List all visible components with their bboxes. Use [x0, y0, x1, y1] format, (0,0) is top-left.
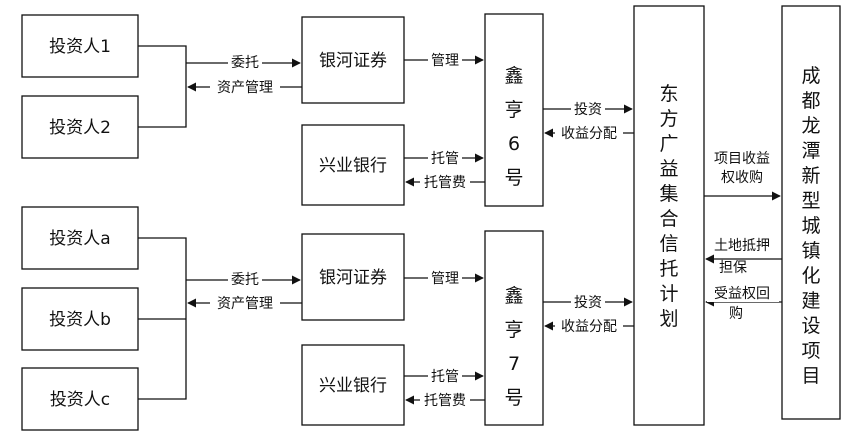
- collective-plan-box: [633, 5, 705, 426]
- label-profit-top: 收益分配: [561, 126, 617, 142]
- vt-plan-char: 合: [659, 208, 678, 230]
- bracket-bottom: [138, 237, 187, 400]
- label-income-right-acq-1: 项目收益: [714, 151, 770, 167]
- label-custody-top: 托管: [431, 151, 459, 167]
- investor-b-label: 投资人b: [49, 310, 111, 330]
- vt-plan-char: 广: [659, 133, 678, 155]
- label-buyback-1: 受益权回: [714, 286, 770, 302]
- securities-label-top: 银河证券: [319, 51, 387, 71]
- vt-plan-char: 方: [659, 108, 678, 130]
- label-invest-top: 投资: [574, 102, 602, 118]
- trust-6-label: 鑫亨 6 号: [504, 65, 523, 189]
- label-profit-bottom: 收益分配: [561, 319, 617, 335]
- vt-trust7-char: 亨: [504, 319, 523, 341]
- vt-project-char: 潭: [801, 140, 820, 162]
- vt-trust6-char: 亨: [504, 99, 523, 121]
- project-box: [781, 5, 841, 420]
- bank-label-bottom: 兴业银行: [319, 376, 387, 396]
- investor-2-label: 投资人2: [49, 118, 111, 138]
- vt-project-char: 城: [801, 215, 820, 237]
- vt-project-char: 镇: [801, 240, 820, 262]
- vt-trust6-char: 鑫: [504, 65, 523, 87]
- vt-plan-char: 划: [659, 308, 678, 330]
- vt-plan-char: 托: [659, 258, 678, 280]
- trust-7-label: 鑫亨 7 号: [504, 285, 523, 409]
- vt-plan-char: 东: [659, 83, 678, 105]
- vt-project-char: 成: [801, 65, 820, 87]
- securities-box-bottom: [301, 233, 405, 321]
- label-land-mortgage-1: 土地抵押: [714, 238, 770, 254]
- vt-project-char: 目: [801, 365, 820, 387]
- vt-plan-char: 益: [659, 158, 678, 180]
- label-buyback-2: 购: [729, 306, 743, 322]
- vt-project-char: 项: [801, 340, 820, 362]
- label-asset-mgmt-top: 资产管理: [217, 80, 273, 96]
- vt-trust7-char: 7: [508, 353, 520, 375]
- vt-project-char: 龙: [801, 115, 820, 137]
- label-entrust-bottom: 委托: [231, 272, 259, 288]
- investor-1-label: 投资人1: [49, 37, 111, 57]
- vt-project-char: 都: [801, 90, 820, 112]
- vt-trust7-char: 鑫: [504, 285, 523, 307]
- label-manage-bottom: 管理: [431, 271, 459, 287]
- trust-7-box: [484, 230, 544, 426]
- label-manage-top: 管理: [431, 53, 459, 69]
- label-income-right-acq-2: 权收购: [721, 170, 763, 186]
- bank-box-top: [301, 124, 405, 206]
- investor-c-label: 投资人c: [50, 390, 110, 410]
- vt-plan-char: 信: [659, 233, 678, 255]
- vt-project-char: 型: [801, 190, 820, 212]
- label-asset-mgmt-bottom: 资产管理: [217, 296, 273, 312]
- vt-plan-char: 计: [659, 283, 678, 305]
- vt-project-char: 建: [801, 290, 820, 312]
- investor-a-label: 投资人a: [49, 229, 110, 249]
- vt-trust6-char: 6: [508, 133, 520, 155]
- label-land-mortgage-2: 担保: [719, 260, 747, 276]
- label-entrust-top: 委托: [231, 55, 259, 71]
- trust-6-box: [484, 13, 544, 207]
- vt-project-char: 新: [801, 165, 820, 187]
- bank-label-top: 兴业银行: [319, 156, 387, 176]
- bank-box-bottom: [301, 344, 405, 426]
- vt-trust7-char: 号: [504, 387, 523, 409]
- vt-trust6-char: 号: [504, 167, 523, 189]
- label-custody-fee-bottom: 托管费: [424, 393, 466, 409]
- label-invest-bottom: 投资: [574, 295, 602, 311]
- label-custody-bottom: 托管: [431, 369, 459, 385]
- vt-project-char: 化: [801, 265, 820, 287]
- vt-project-char: 设: [801, 315, 820, 337]
- securities-label-bottom: 银河证券: [319, 268, 387, 288]
- bracket-top: [138, 45, 187, 128]
- vt-plan-char: 集: [659, 183, 678, 205]
- label-custody-fee-top: 托管费: [424, 175, 466, 191]
